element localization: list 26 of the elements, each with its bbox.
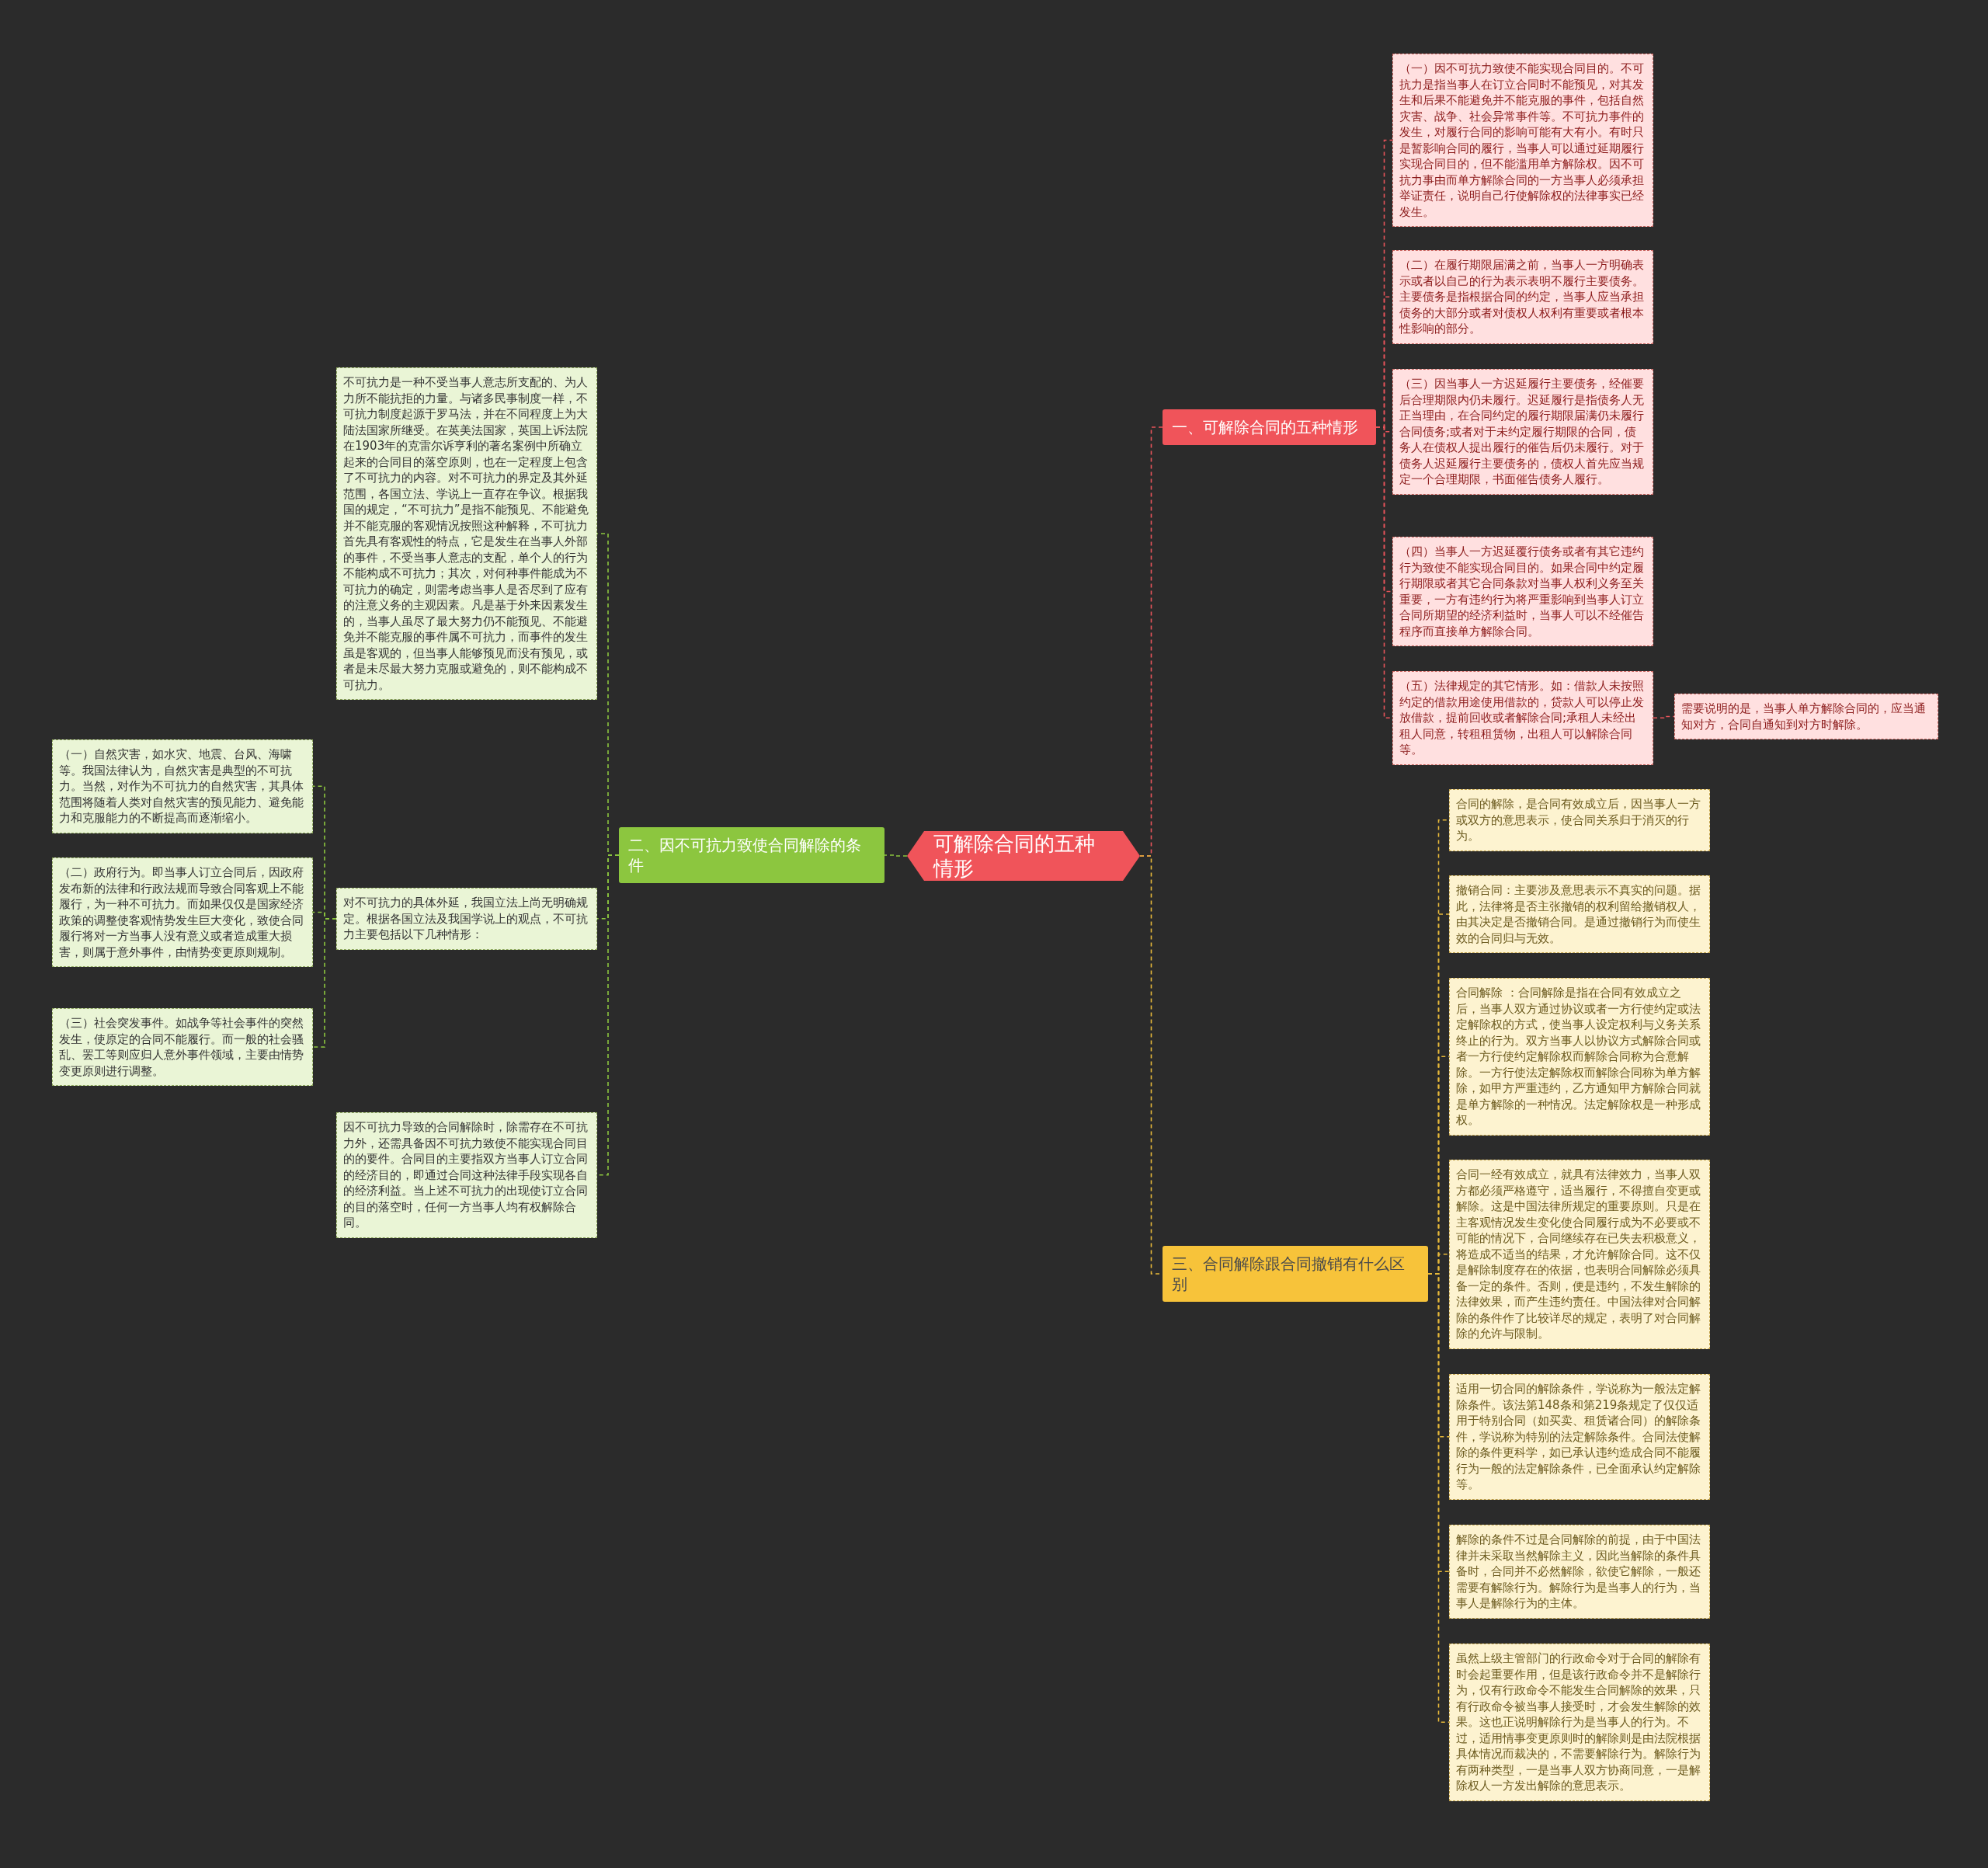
note-card: 适用一切合同的解除条件，学说称为一般法定解除条件。该法第148条和第219条规定了仅仅适用于特别合同（如买卖、租赁诸合同）的解除条件，学说称为特别的法定解除条件。合同法使解除的条件更科学，如已承认违约造成合同不能履行为一般的法定解除条件，已全面承认约定解除等。 [1449, 1374, 1710, 1500]
branch-topic: 二、因不可抗力致使合同解除的条件 [619, 827, 885, 883]
note-card: （二）政府行为。即当事人订立合同后，因政府发布新的法律和行政法规而导致合同客观上不能履行，为一种不可抗力。而如果仅仅是国家经济政策的调整使客观情势发生巨大变化，致使合同履行将对一方当事人没有意义或者造成重大损害，则属于意外事件，由情势变更原则规制。 [52, 857, 313, 967]
branch-topic: 一、可解除合同的五种情形 [1163, 409, 1376, 445]
connector-line [312, 917, 337, 1048]
note-card: （一）因不可抗力致使不能实现合同目的。不可抗力是指当事人在订立合同时不能预见，对其发生和后果不能避免并不能克服的事件，包括自然灾害、战争、社会异常事件等。不可抗力事件的发生，对履行合同的影响可能有大有小。有时只是暂影响合同的履行，当事人可以通过延期履行实现合同目的，但不能滥用单方解除权。因不可抗力事由而单方解除合同的一方当事人必须承担举证责任，说明自己行使解除权的法律事实已经发生。 [1392, 54, 1653, 227]
connector-line [1653, 715, 1675, 719]
note-card: 需要说明的是，当事人单方解除合同的，应当通知对方，合同自通知到对方时解除。 [1674, 694, 1938, 739]
branch-topic: 三、合同解除跟合同撤销有什么区别 [1163, 1246, 1428, 1302]
note-card: 因不可抗力导致的合同解除时，除需存在不可抗力外，还需具备因不可抗力致使不能实现合同目的的要件。合同目的主要指双方当事人订立合同的经济目的，即通过合同这种法律手段实现各自的经济利益。当上述不可抗力的出现使订立合同的目的落空时，任何一方当事人均有权解除合同。 [336, 1112, 597, 1238]
note-card: （三）社会突发事件。如战争等社会事件的突然发生，使原定的合同不能履行。而一般的社会骚乱、罢工等则应归人意外事件领域，主要由情势变更原则进行调整。 [52, 1008, 313, 1086]
note-card: 合同一经有效成立，就具有法律效力，当事人双方都必须严格遵守，适当履行，不得擅自变更或解除。这是中国法律所规定的重要原则。只是在主客观情况发生变化使合同履行成为不必要或不可能的情况下，合同继续存在已失去积极意义，将造成不适当的结果，才允许解除合同。这不仅是解除制度存在的依据，也表明合同解除必须具备一定的条件。否则，便是违约，不发生解除的法律效果，而产生违约责任。中国法律对合同解除的条件作了比较详尽的规定，表明了对合同解除的允许与限制。 [1449, 1160, 1710, 1349]
note-card: （五）法律规定的其它情形。如：借款人未按照约定的借款用途使用借款的，贷款人可以停止发放借款，提前回收或者解除合同;承租人未经出租人同意，转租租赁物，出租人可以解除合同等。 [1392, 671, 1653, 765]
note-card: （一）自然灾害，如水灾、地震、台风、海啸等。我国法律认为，自然灾害是典型的不可抗力。当然，对作为不可抗力的自然灾害，其具体范围将随着人类对自然灾害的预见能力、避免能力和克服能力的不断提高而逐渐缩小。 [52, 739, 313, 833]
connector-line [884, 854, 908, 857]
note-card: 解除的条件不过是合同解除的前提，由于中国法律并未采取当然解除主义，因此当解除的条件具备时，合同并不必然解除，欲使它解除，一般还需要有解除行为。解除行为是当事人的行为，当事人是解除行为的主体。 [1449, 1525, 1710, 1619]
note-card: 不可抗力是一种不受当事人意志所支配的、为人力所不能抗拒的力量。与诸多民事制度一样，不可抗力制度起源于罗马法，并在不同程度上为大陆法国家所继受。在英美法国家，英国上诉法院在1903年的克雷尔诉亨利的著名案例中所确立起来的合同目的落空原则，也在一定程度上包含了不可抗力的内容。对不可抗力的界定及其外延范围，各国立法、学说上一直存在争议。根据我国的规定，“不可抗力”是指不能预见、不能避免并不能克服的客观情况按照这种解释，不可抗力首先具有客观性的特点，它是发生在当事人外部的事件，不受当事人意志的支配，单个人的行为不能构成不可抗力；其次，对何种事件能成为不可抗力的确定，则需考虑当事人是否尽到了应有的注意义务的主观因素。凡是基于外来因素发生的，当事人虽尽了最大努力仍不能预见、不能避免并不能克服的事件属不可抗力，而事件的发生虽是客观的，但当事人能够预见而没有预见，或者是未尽最大努力克服或避免的，则不能构成不可抗力。 [336, 367, 597, 700]
note-card: 对不可抗力的具体外延，我国立法上尚无明确规定。根据各国立法及我国学说上的观点，不可抗力主要包括以下几种情形： [336, 888, 597, 950]
central-topic: 可解除合同的五种情形 [907, 831, 1140, 881]
note-card: （三）因当事人一方迟延履行主要债务，经催要后合理期限内仍未履行。迟延履行是指债务人无正当理由，在合同约定的履行期限届满仍未履行合同债务;或者对于未约定履行期限的合同，债务人在债权人提出履行的催告后仍未履行。对于债务人迟延履行主要债务的，债权人首先应当规定一个合理期限，书面催告债务人履行。 [1392, 369, 1653, 495]
note-card: （二）在履行期限届满之前，当事人一方明确表示或者以自己的行为表示表明不履行主要债务。主要债务是指根据合同的约定，当事人应当承担债务的大部分或者对债权人权利有重要或者根本性影响的部分。 [1392, 250, 1653, 344]
note-card: 虽然上级主管部门的行政命令对于合同的解除有时会起重要作用，但是该行政命令并不是解除行为，仅有行政命令不能发生合同解除的效果，只有行政命令被当事人接受时，才会发生解除的效果。这也正说明解除行为是当事人的行为。不过，适用情事变更原则时的解除则是由法院根据具体情况而裁决的，不需要解除行为。解除行为有两种类型，一是当事人双方协商同意，一是解除权人一方发出解除的意思表示。 [1449, 1644, 1710, 1801]
note-card: 合同解除 ：合同解除是指在合同有效成立之后，当事人双方通过协议或者一方行使约定或法定解除权的方式，使当事人设定权利与义务关系终止的行为。双方当事人以协议方式解除合同或者一方行使约定解除权而解除合同称为合意解除。一方行使法定解除权而解除合同称为单方解除，如甲方严重违约，乙方通知甲方解除合同就是单方解除的一种情况。法定解除权是一种形成权。 [1449, 978, 1710, 1136]
note-card: 撤销合同：主要涉及意思表示不真实的问题。据此，法律将是否主张撤销的权利留给撤销权人，由其决定是否撤销合同。是通过撤销行为而使生效的合同归与无效。 [1449, 875, 1710, 953]
note-card: 合同的解除，是合同有效成立后，因当事人一方或双方的意思表示，使合同关系归于消灭的行为。 [1449, 789, 1710, 851]
note-card: （四）当事人一方迟延覆行债务或者有其它违约行为致使不能实现合同目的。如果合同中约定履行期限或者其它合同条款对当事人权利义务至关重要，一方有违约行为将严重影响到当事人订立合同所期望的经济利益时，当事人可以不经催告程序而直接单方解除合同。 [1392, 537, 1653, 646]
